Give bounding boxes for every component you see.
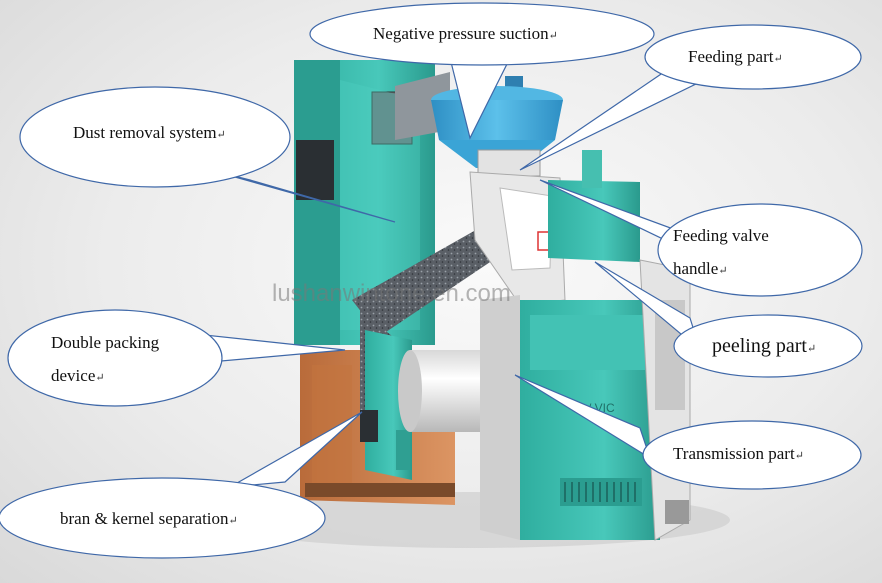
main-body: / VIC	[469, 150, 691, 541]
callout-peeling-part	[594, 261, 863, 378]
label-feeding-valve-line2: handle↵	[673, 253, 728, 287]
label-text: Dust removal system	[73, 123, 217, 142]
cyclone-unit	[431, 76, 563, 177]
label-double-packing: Double packing	[51, 327, 159, 359]
label-text: Negative pressure suction	[373, 24, 549, 43]
return-mark: ↵	[718, 265, 728, 277]
callout-negative-pressure	[309, 2, 655, 140]
callout-feeding-valve	[539, 179, 863, 297]
label-text: peeling part	[712, 335, 807, 357]
watermark: lushanwintone.en.com	[272, 280, 511, 307]
return-mark: ↵	[216, 129, 226, 141]
label-text: Feeding part	[688, 47, 774, 66]
label-text-line1: Double packing	[51, 333, 160, 352]
label-double-packing-line2: device↵	[51, 360, 105, 394]
label-feeding-part: Feeding part↵	[688, 41, 783, 75]
return-mark: ↵	[806, 343, 817, 355]
return-mark: ↵	[95, 372, 105, 384]
callout-transmission	[514, 374, 862, 490]
label-negative-pressure: Negative pressure suction↵	[373, 18, 558, 52]
label-text: Transmission part	[673, 444, 795, 463]
label-text-line2: device	[51, 366, 96, 385]
label-feeding-valve: Feeding valve	[673, 220, 769, 252]
return-mark: ↵	[228, 515, 238, 527]
callout-dust-removal	[19, 86, 396, 223]
callout-double-packing	[7, 309, 346, 407]
callout-bran-kernel	[0, 411, 363, 559]
label-peeling-part: peeling part↵	[712, 330, 816, 365]
label-transmission: Transmission part↵	[673, 438, 804, 472]
return-mark: ↵	[773, 53, 783, 65]
label-bran-kernel: bran & kernel separation↵	[60, 503, 238, 537]
callout-feeding-part	[519, 24, 862, 171]
label-text-line2: handle	[673, 259, 719, 278]
label-dust-removal: Dust removal system↵	[73, 117, 226, 151]
return-mark: ↵	[794, 450, 804, 462]
label-text: bran & kernel separation	[60, 509, 229, 528]
return-mark: ↵	[548, 30, 558, 42]
label-text-line1: Feeding valve	[673, 226, 769, 245]
bran-hose	[352, 222, 508, 336]
